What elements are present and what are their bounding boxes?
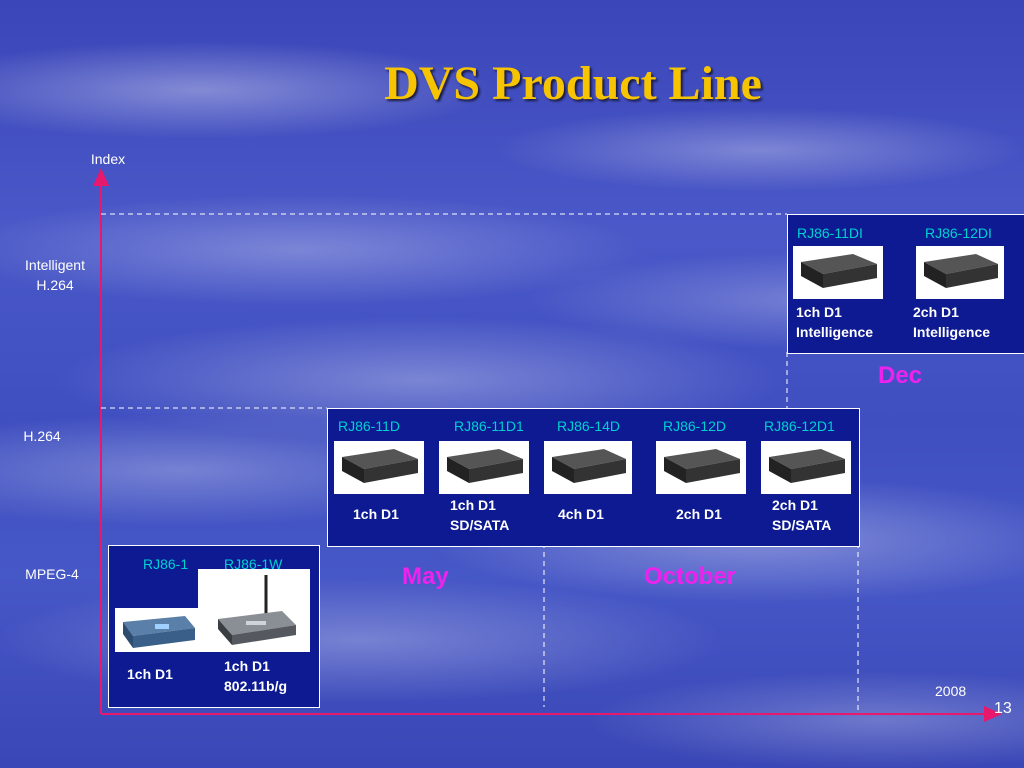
wireless-encoder-icon — [218, 575, 296, 645]
desc-rj86-12di: 2ch D1 Intelligence — [913, 304, 991, 340]
desc-rj86-12d1: 2ch D1 SD/SATA — [772, 497, 832, 533]
desc-rj86-11di: 1ch D1 Intelligence — [796, 304, 874, 340]
dvr-box-icon — [552, 449, 626, 483]
dvr-box-icon — [664, 449, 740, 483]
dvr-box-icon — [801, 254, 877, 288]
product-image-rj86-14d — [544, 441, 632, 494]
page-number: 13 — [994, 700, 1012, 717]
level-label-intelligent: Intelligent H.264 — [25, 257, 85, 293]
desc-rj86-14d: 4ch D1 — [558, 506, 604, 522]
desc-rj86-11d: 1ch D1 — [353, 506, 399, 522]
product-image-rj86-1w — [198, 569, 310, 652]
model-rj86-1: RJ86-1 — [143, 556, 189, 572]
product-image-rj86-12di — [916, 246, 1004, 299]
model-rj86-1w: RJ86-1W — [224, 556, 283, 572]
dvr-box-icon — [447, 449, 523, 483]
model-rj86-11d1: RJ86-11D1 — [454, 418, 524, 434]
y-axis-label: Index — [90, 151, 126, 167]
dvr-box-icon — [924, 254, 998, 288]
level-label-mpeg4: MPEG-4 — [25, 566, 79, 582]
model-rj86-11di: RJ86-11DI — [797, 225, 863, 241]
product-image-rj86-11d — [334, 441, 424, 494]
product-image-rj86-12d1 — [761, 441, 851, 494]
month-october: October — [644, 563, 737, 590]
desc-rj86-11d1: 1ch D1 SD/SATA — [450, 497, 510, 533]
model-rj86-12di: RJ86-12DI — [925, 225, 992, 241]
month-may: May — [402, 563, 449, 590]
dvr-box-icon — [769, 449, 845, 483]
encoder-box-icon — [123, 616, 195, 648]
desc-rj86-12d: 2ch D1 — [676, 506, 722, 522]
slide-title: DVS Product Line — [384, 57, 762, 110]
product-image-rj86-11di — [793, 246, 883, 299]
product-image-rj86-1 — [115, 608, 201, 652]
month-dec: Dec — [878, 362, 923, 389]
model-rj86-14d: RJ86-14D — [557, 418, 621, 434]
desc-rj86-1: 1ch D1 — [127, 666, 173, 682]
product-image-rj86-11d1 — [439, 441, 529, 494]
desc-rj86-1w: 1ch D1 802.11b/g — [224, 658, 288, 694]
model-rj86-12d: RJ86-12D — [663, 418, 727, 434]
level-label-h264: H.264 — [23, 428, 61, 444]
model-rj86-11d: RJ86-11D — [338, 418, 400, 434]
dvr-box-icon — [342, 449, 418, 483]
x-axis-year: 2008 — [935, 683, 967, 699]
model-rj86-12d1: RJ86-12D1 — [764, 418, 835, 434]
product-image-rj86-12d — [656, 441, 746, 494]
